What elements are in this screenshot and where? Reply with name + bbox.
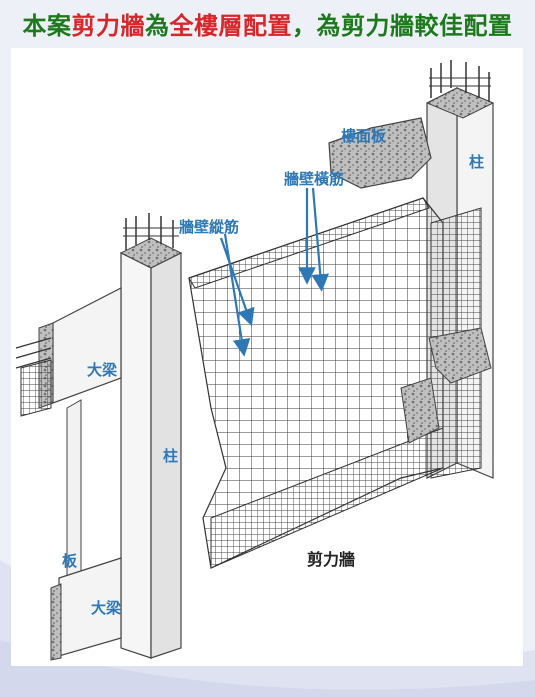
label-wall-horizontal-bar: 牆壁橫筋 — [284, 170, 345, 188]
label-shear-wall: 剪力牆 — [307, 550, 356, 569]
label-slab-left: 板 — [62, 552, 78, 570]
arrow-vertical-bar — [219, 237, 255, 327]
left-column — [119, 213, 183, 659]
wall-concrete-edge — [400, 377, 440, 444]
lower-beam — [50, 557, 122, 661]
label-column-left: 柱 — [163, 447, 179, 465]
label-column-right: 柱 — [469, 153, 485, 171]
wall-concrete-edge — [428, 327, 492, 384]
label-beam-lower: 大梁 — [91, 599, 122, 617]
floor-slab-shape — [328, 117, 432, 189]
arrow-vertical-bar — [223, 233, 251, 357]
diagram-drawing — [15, 60, 495, 661]
label-beam-upper: 大梁 — [87, 361, 118, 379]
title-segment: ，為剪力牆較佳配置 — [292, 11, 513, 40]
label-wall-vertical-bar: 牆壁縱筋 — [179, 218, 240, 236]
label-floor-slab: 樓面板 — [341, 127, 387, 145]
title-segment: 全樓層配置 — [169, 11, 292, 40]
title-segment: 剪力牆 — [71, 11, 145, 40]
wall-mesh — [188, 197, 482, 569]
shear-wall-diagram: 樓面板 柱 牆壁橫筋 牆壁縱筋 大梁 柱 板 大梁 剪力牆 — [11, 48, 523, 666]
page-title: 本案剪力牆為全樓層配置，為剪力牆較佳配置 — [0, 6, 535, 41]
arrow-horizontal-bar — [311, 187, 330, 292]
upper-beam — [15, 287, 122, 417]
title-segment: 本案 — [22, 11, 72, 40]
title-segment: 為 — [145, 11, 170, 40]
